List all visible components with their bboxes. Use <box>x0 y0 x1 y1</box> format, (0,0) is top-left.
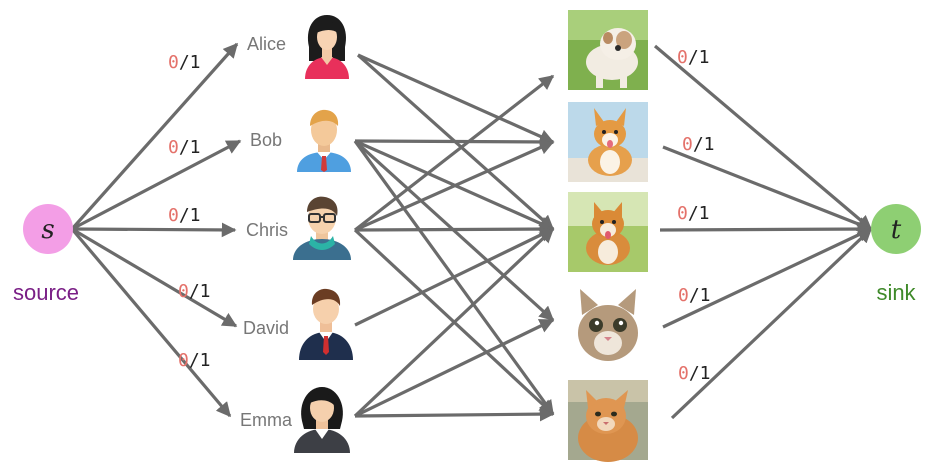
flow-value: 0 <box>682 134 693 155</box>
sink-edge-pet-3 <box>662 227 873 329</box>
sink-edge-pet-2 <box>659 221 873 237</box>
edge-chris-to-pet-2 <box>354 221 555 237</box>
sink-edge-pet-0 <box>653 44 873 231</box>
capacity-value: /1 <box>688 47 710 68</box>
edge-chris-to-pet-0 <box>354 74 555 232</box>
sink-letter: t <box>891 215 902 245</box>
woman-avatar-icon <box>305 15 349 79</box>
corgi-photo-icon <box>568 102 648 182</box>
cat-orange-photo-icon <box>568 380 648 462</box>
edge-emma-to-pet-3 <box>354 318 555 418</box>
source-edge-label-david: 0/1 <box>178 281 211 302</box>
edge-david-to-pet-2 <box>354 227 555 327</box>
sink-edge-label-corgi: 0/1 <box>682 134 715 155</box>
flow-value: 0 <box>168 137 179 158</box>
man-blue-shirt-avatar-icon <box>297 109 351 172</box>
source-edge-label-chris: 0/1 <box>168 205 201 226</box>
shiba-photo-icon <box>568 192 648 272</box>
edge-chris-to-pet-1 <box>354 140 555 232</box>
edge-alice-to-pet-1 <box>357 53 555 144</box>
source-edge-emma <box>70 227 232 418</box>
man-glasses-avatar-icon <box>293 196 351 260</box>
sink-edge-label-shiba: 0/1 <box>677 203 710 224</box>
capacity-value: /1 <box>179 205 201 226</box>
svg-text:0/1: 0/1 <box>168 205 201 226</box>
flow-value: 0 <box>168 52 179 73</box>
capacity-value: /1 <box>689 363 711 384</box>
sink-edge-label-orange: 0/1 <box>678 363 711 384</box>
flow-value: 0 <box>677 47 688 68</box>
flow-value: 0 <box>678 363 689 384</box>
sink-edge-pet-1 <box>662 145 873 231</box>
svg-text:0/1: 0/1 <box>677 203 710 224</box>
bulldog-photo-icon <box>568 10 648 90</box>
source-edge-label-bob: 0/1 <box>168 137 201 158</box>
svg-text:0/1: 0/1 <box>682 134 715 155</box>
edge-emma-to-pet-2 <box>353 227 555 418</box>
person-name-emma: Emma <box>240 410 293 430</box>
person-name-chris: Chris <box>246 220 288 240</box>
capacity-value: /1 <box>179 52 201 73</box>
flow-value: 0 <box>168 205 179 226</box>
svg-text:0/1: 0/1 <box>168 137 201 158</box>
source-edge-label-alice: 0/1 <box>168 52 201 73</box>
person-name-alice: Alice <box>247 34 286 54</box>
flow-value: 0 <box>677 203 688 224</box>
sink-label: sink <box>876 280 916 305</box>
capacity-value: /1 <box>688 203 710 224</box>
capacity-value: /1 <box>189 281 211 302</box>
source-node[interactable]: s <box>23 204 73 254</box>
capacity-value: /1 <box>179 137 201 158</box>
cat-tabby-photo-icon <box>568 285 648 365</box>
sink-edge-label-bulldog: 0/1 <box>677 47 710 68</box>
source-edge-chris <box>71 222 237 238</box>
svg-text:0/1: 0/1 <box>678 285 711 306</box>
flow-value: 0 <box>678 285 689 306</box>
edge-bob-to-pet-1 <box>354 134 555 150</box>
source-label: source <box>13 280 79 305</box>
sink-node[interactable]: t <box>871 204 921 254</box>
source-letter: s <box>41 215 54 245</box>
source-edge-bob <box>71 139 242 231</box>
svg-text:0/1: 0/1 <box>677 47 710 68</box>
source-edge-david <box>71 227 238 328</box>
man-suit-avatar-icon <box>299 288 353 360</box>
edge-emma-to-pet-4 <box>354 406 555 422</box>
flow-value: 0 <box>178 350 189 371</box>
capacity-value: /1 <box>189 350 211 371</box>
svg-text:0/1: 0/1 <box>678 363 711 384</box>
flow-value: 0 <box>178 281 189 302</box>
capacity-value: /1 <box>689 285 711 306</box>
svg-text:0/1: 0/1 <box>168 52 201 73</box>
sink-edge-pet-4 <box>670 227 873 420</box>
edges <box>70 42 873 422</box>
capacity-value: /1 <box>693 134 715 155</box>
person-name-bob: Bob <box>250 130 282 150</box>
svg-text:0/1: 0/1 <box>178 350 211 371</box>
sink-edge-label-tabby: 0/1 <box>678 285 711 306</box>
woman-suit-avatar-icon <box>294 387 350 453</box>
svg-text:0/1: 0/1 <box>178 281 211 302</box>
source-edge-alice <box>70 42 239 231</box>
source-edge-label-emma: 0/1 <box>178 350 211 371</box>
person-name-david: David <box>243 318 289 338</box>
